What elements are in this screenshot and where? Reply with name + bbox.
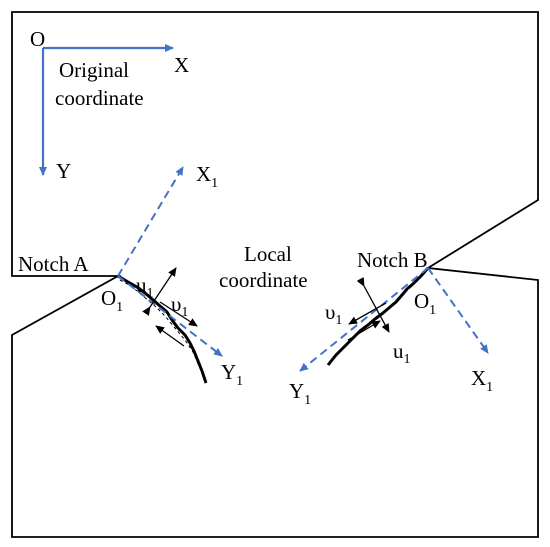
v1-arrow-a-lower [155,325,185,347]
crack-a-edge [119,279,200,367]
o1-label-a: O1 [101,286,123,315]
notch-a-label: Notch A [18,252,89,276]
local-y1-axis-a [117,275,223,357]
x1-label-a: X1 [196,162,218,191]
crack-b [326,267,430,366]
local-coordinate-label-line1: Local [244,242,292,266]
specimen-outline [11,11,539,538]
original-coordinate-label-line1: Original [59,58,129,82]
u1-arrow-a [142,267,177,316]
y1-label-b: Y1 [289,379,311,408]
v1-arrow-b-upper [348,302,387,325]
local-coordinate-label-line2: coordinate [219,268,308,292]
y1-label-a: Y1 [221,360,243,389]
y-axis-label: Y [56,159,71,183]
o1-label-b: O1 [414,289,436,318]
x-axis-label: X [174,53,189,77]
x1-label-b: X1 [471,366,493,395]
v1-label-a: υ1 [171,292,188,320]
local-x1-axis-a [117,166,184,277]
u1-label-b: u1 [393,339,411,367]
v1-arrow-a-upper [159,301,198,327]
local-x1-axis-b [427,267,489,354]
v1-label-b: υ1 [325,300,342,328]
v1-arrow-b-lower [347,320,381,341]
crack-a [117,274,208,384]
u1-label-a: u1 [136,273,154,301]
original-coordinate-label-line2: coordinate [55,86,144,110]
notch-b-label: Notch B [357,248,428,272]
origin-label: O [30,27,45,51]
